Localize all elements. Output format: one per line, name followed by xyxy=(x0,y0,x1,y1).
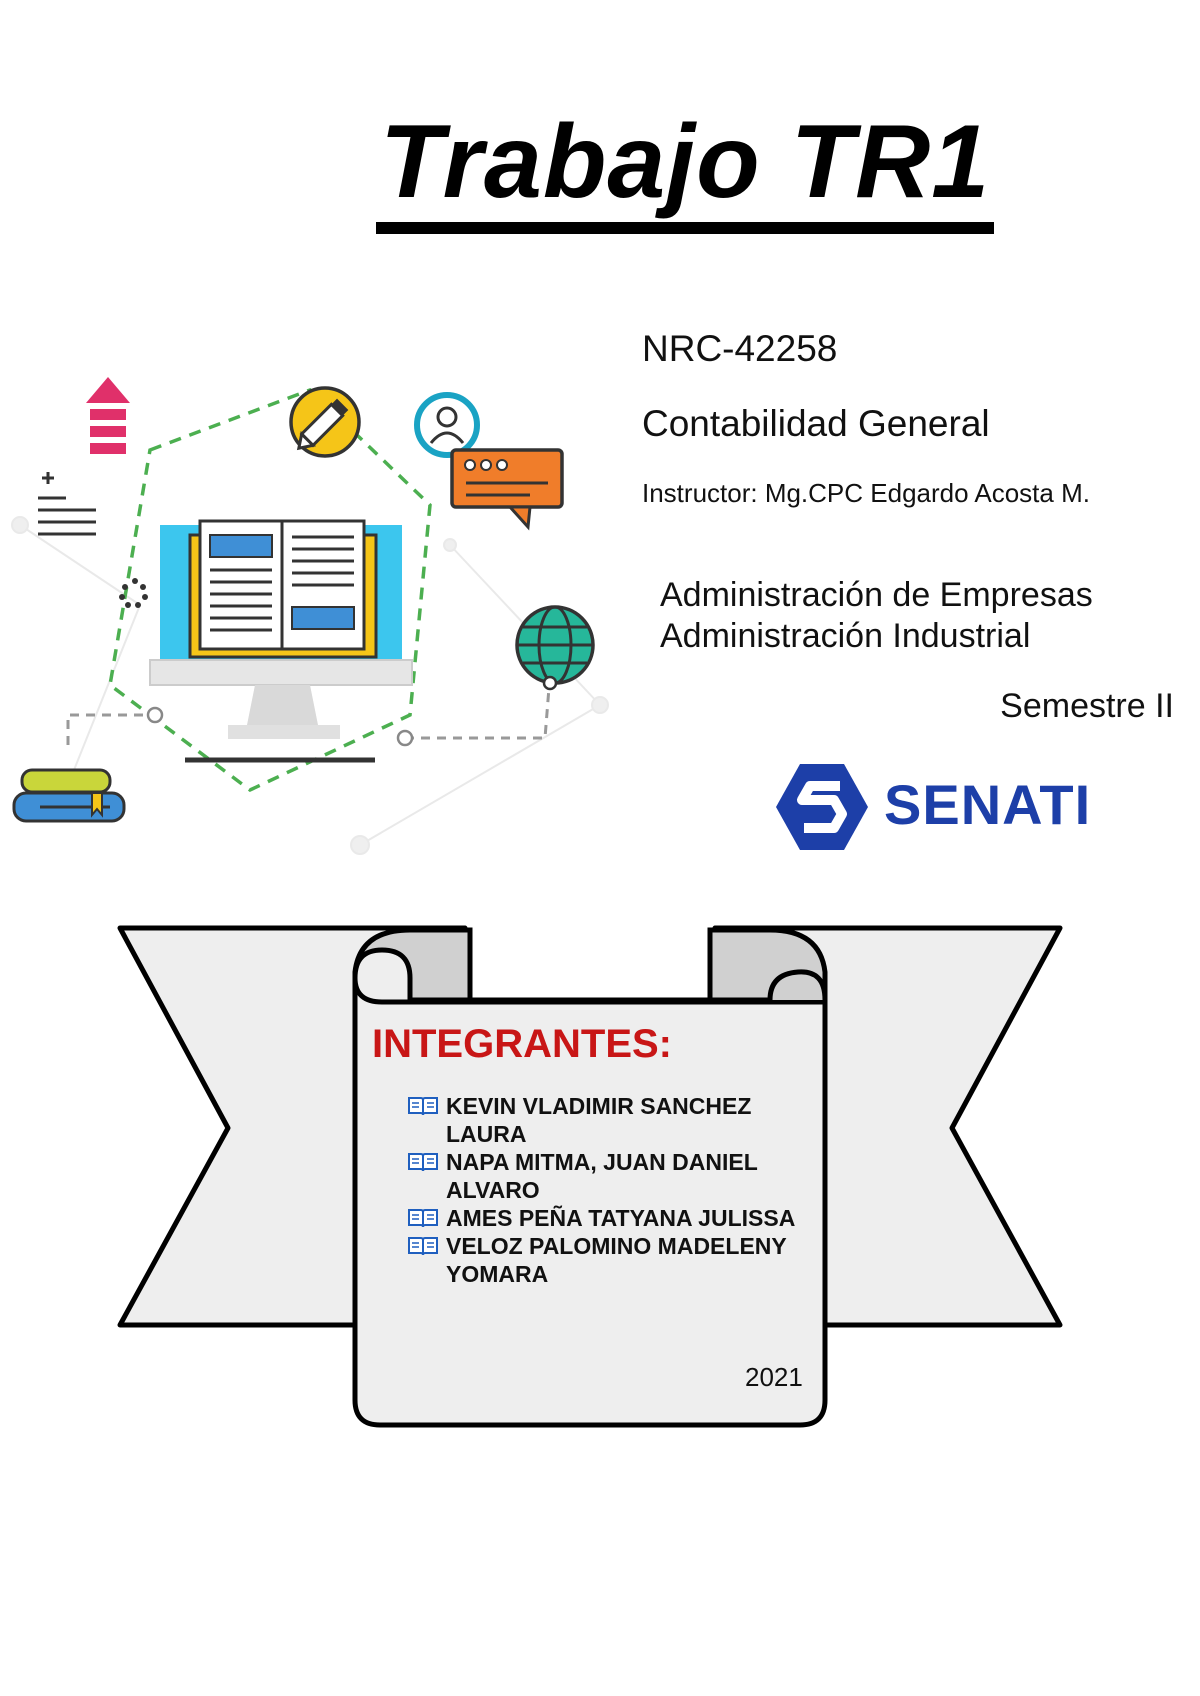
open-book-icon xyxy=(188,519,378,659)
book-icon xyxy=(408,1237,438,1256)
member-name: KEVIN VLADIMIR SANCHEZ LAURA xyxy=(446,1093,752,1147)
book-icon xyxy=(408,1097,438,1116)
members-title: INTEGRANTES: xyxy=(372,1022,672,1066)
loading-icon xyxy=(119,578,148,608)
member-name: NAPA MITMA, JUAN DANIEL ALVARO xyxy=(446,1149,758,1203)
book-icon xyxy=(408,1209,438,1228)
document-title-wrap: Trabajo TR1 xyxy=(0,110,1200,234)
list-item: NAPA MITMA, JUAN DANIEL ALVARO xyxy=(408,1148,808,1204)
list-item: KEVIN VLADIMIR SANCHEZ LAURA xyxy=(408,1092,808,1148)
senati-logo-icon xyxy=(776,764,868,850)
document-title: Trabajo TR1 xyxy=(375,110,995,234)
globe-icon xyxy=(515,605,595,691)
arrow-up-icon xyxy=(86,377,130,454)
list-item: VELOZ PALOMINO MADELENY YOMARA xyxy=(408,1232,808,1288)
semester: Semestre II xyxy=(1000,687,1174,725)
senati-logo-text: SENATI xyxy=(884,773,1092,836)
text-lines-icon xyxy=(38,472,96,536)
nrc-code: NRC-42258 xyxy=(642,328,838,369)
member-name: VELOZ PALOMINO MADELENY YOMARA xyxy=(446,1233,787,1287)
member-name: AMES PEÑA TATYANA JULISSA xyxy=(446,1205,796,1231)
members-list: KEVIN VLADIMIR SANCHEZ LAURA NAPA MITMA,… xyxy=(408,1092,808,1288)
instructor-name: Instructor: Mg.CPC Edgardo Acosta M. xyxy=(642,478,1090,508)
pencil-icon xyxy=(289,386,361,458)
chat-icon xyxy=(450,448,564,531)
user-icon xyxy=(414,392,480,458)
career-1: Administración de Empresas xyxy=(660,576,1093,614)
year: 2021 xyxy=(745,1362,803,1392)
course-name: Contabilidad General xyxy=(642,403,990,444)
books-stack-icon xyxy=(12,768,126,823)
career-2: Administración Industrial xyxy=(660,617,1031,655)
book-icon xyxy=(408,1153,438,1172)
list-item: AMES PEÑA TATYANA JULISSA xyxy=(408,1204,808,1232)
ribbon-banner xyxy=(117,925,1063,1428)
e-learning-illustration xyxy=(11,377,609,855)
network-background xyxy=(11,516,609,855)
